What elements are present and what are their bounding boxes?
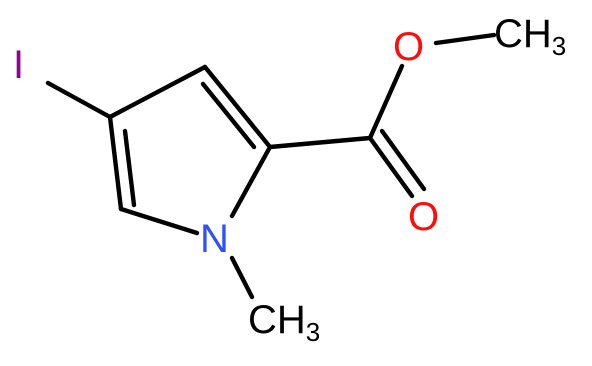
atom-labels: I N O O CH3 CH3 [13,12,566,347]
bond-carbonyl-o-inner [379,128,427,192]
ester-methyl-label: CH3 [494,12,566,61]
carbonyl-oxygen-label: O [408,195,439,239]
bond-c4-c5-inner [122,128,137,208]
nitrogen-label: N [200,217,229,261]
bond-carbonyl-oester [367,63,405,141]
bond-oester-methyl [433,32,497,46]
n-methyl-subscript: 3 [306,317,320,347]
iodine-label: I [13,43,24,87]
bond-n-methyl [229,255,255,300]
ester-oxygen-label: O [393,25,424,69]
bond-iodine-c4 [45,80,113,120]
bond-c2-carbonyl [267,135,373,150]
ester-methyl-subscript: 3 [552,31,566,61]
bond-carbonyl-o [367,135,415,199]
bond-n-c2 [229,144,273,219]
ester-methyl-symbol: CH [494,12,552,56]
n-methyl-label: CH3 [248,298,320,347]
n-methyl-symbol: CH [248,298,306,342]
bond-c4-c3 [107,64,208,120]
bond-c3-c2 [202,64,273,150]
bond-c4-c5 [107,114,124,212]
bond-c5-n [118,206,200,236]
bond-c3-c2-inner [200,81,257,150]
bond-group [45,32,497,300]
